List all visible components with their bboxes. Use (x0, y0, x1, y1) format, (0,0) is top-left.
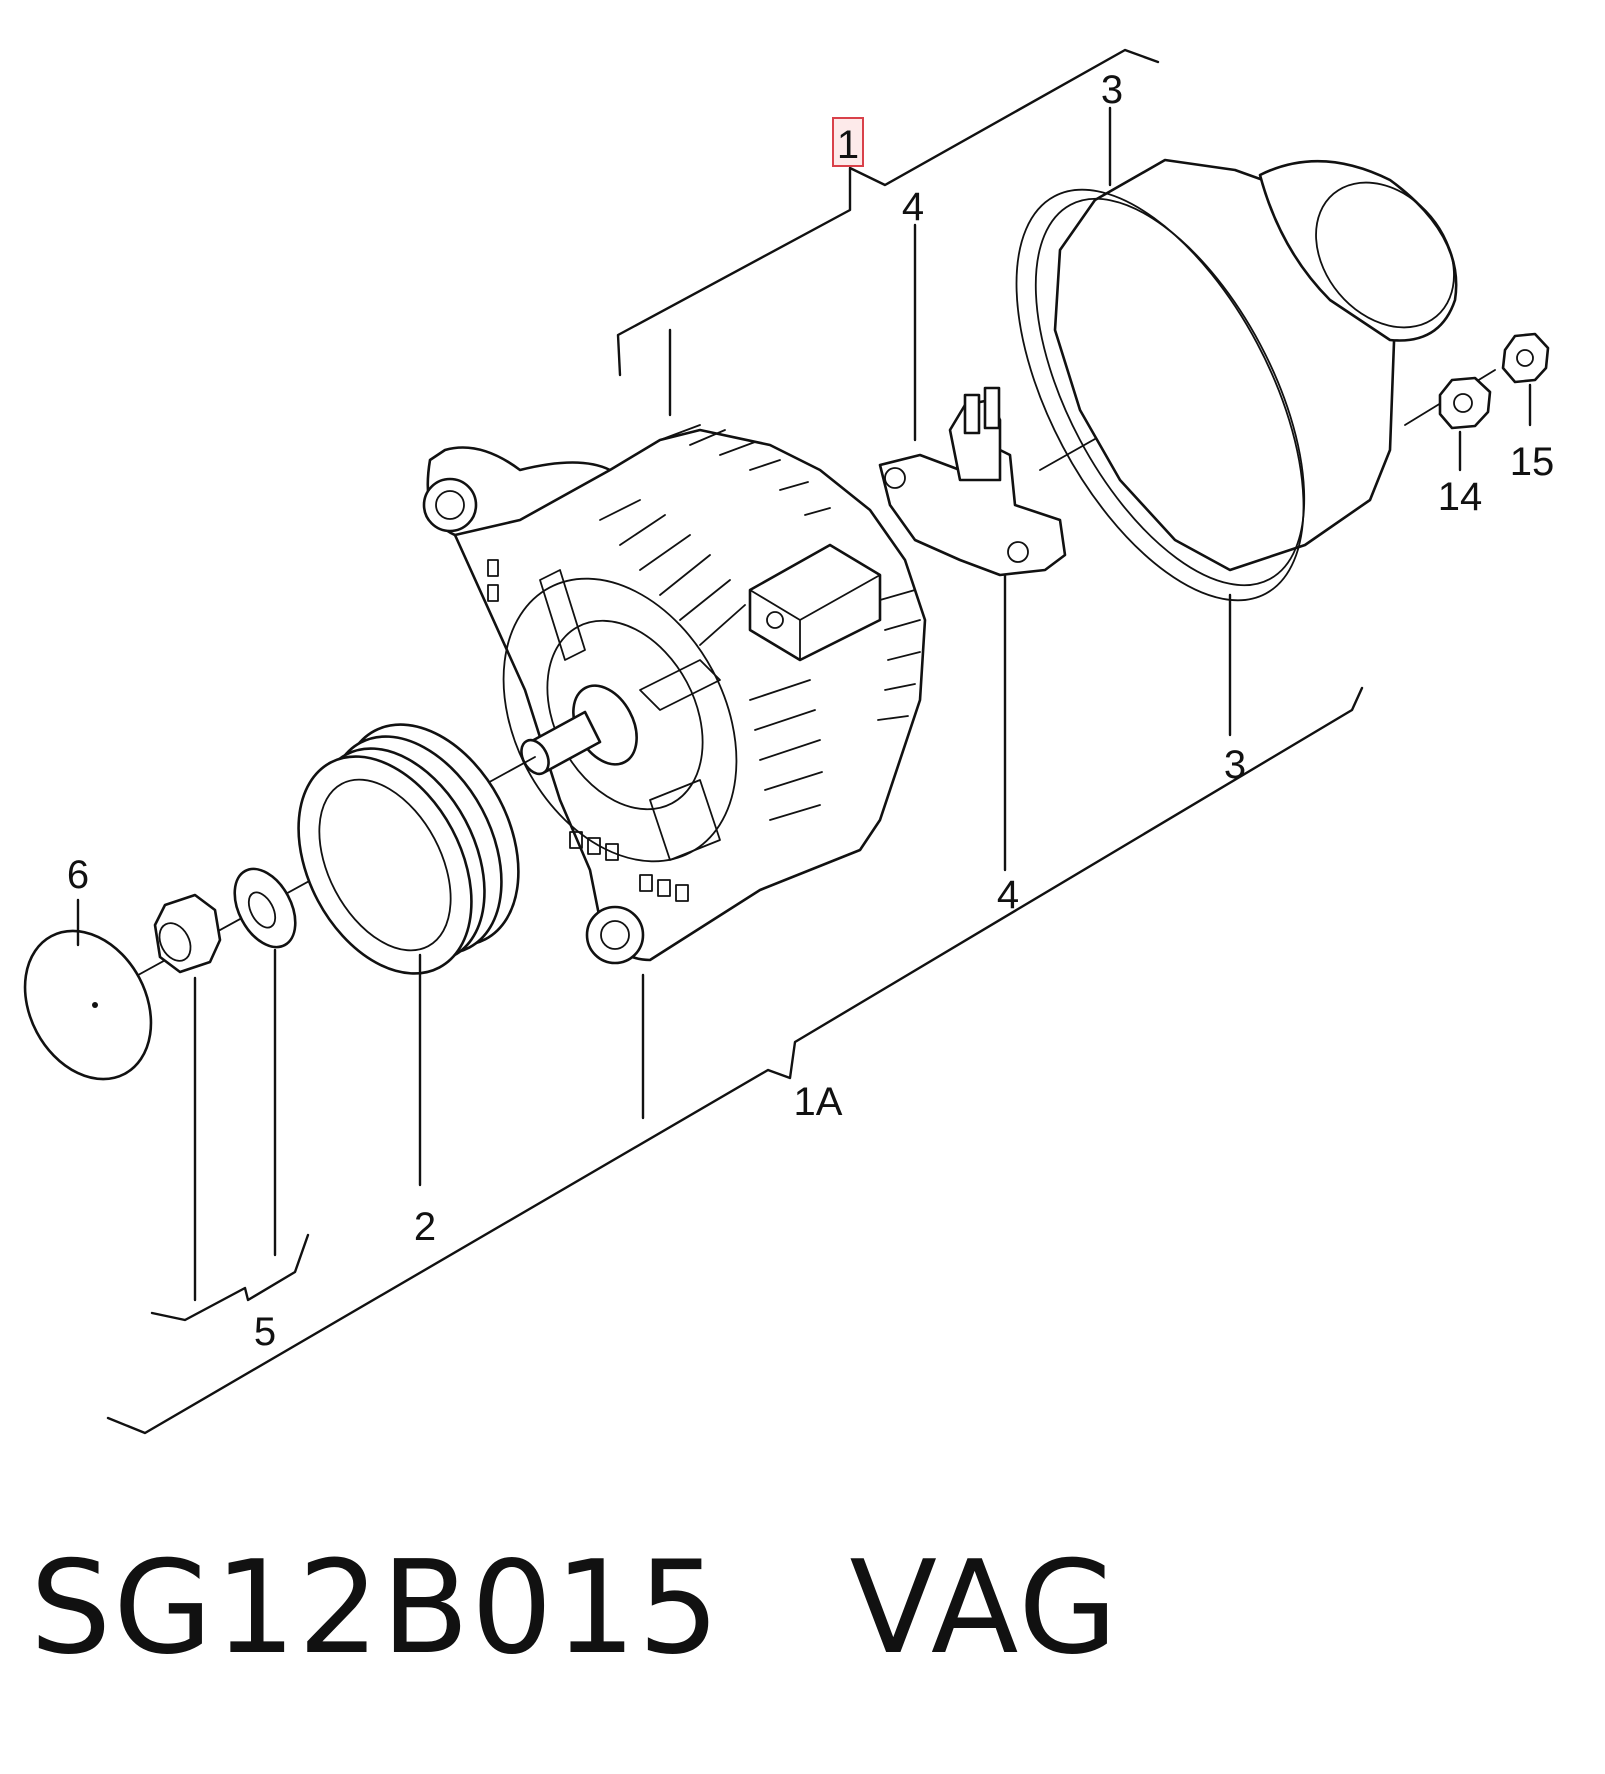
washer-14[interactable] (1438, 376, 1492, 430)
callout-5[interactable]: 5 (254, 1310, 276, 1354)
bracket-part-1 (616, 48, 1160, 417)
vent-slots (487, 559, 689, 902)
callout-3-top[interactable]: 3 (1101, 68, 1123, 112)
callout-1a[interactable]: 1A (794, 1080, 843, 1124)
pulley[interactable] (263, 694, 554, 1003)
callout-3-bottom[interactable]: 3 (1224, 743, 1246, 787)
callout-4-bottom[interactable]: 4 (997, 873, 1019, 917)
cooling-fins (599, 424, 921, 821)
pulley-nut[interactable] (153, 893, 222, 974)
bracket-part-5 (150, 1233, 310, 1322)
washer[interactable] (222, 859, 307, 958)
callout-15[interactable]: 15 (1510, 440, 1555, 484)
nut-15[interactable] (1501, 332, 1550, 384)
bracket-part-1a (106, 686, 1364, 1435)
callout-1[interactable]: 1 (837, 123, 859, 167)
selected-callout-box[interactable] (832, 117, 864, 167)
callout-14[interactable]: 14 (1438, 475, 1483, 519)
protective-cap[interactable] (0, 909, 176, 1101)
voltage-regulator[interactable] (878, 386, 1067, 577)
rear-cover[interactable] (957, 145, 1482, 646)
callout-6[interactable]: 6 (67, 853, 89, 897)
callout-2[interactable]: 2 (414, 1205, 436, 1249)
alternator[interactable] (422, 424, 927, 965)
part-number-caption: SG12B015 VAG (30, 1534, 1120, 1683)
callout-4-top[interactable]: 4 (902, 185, 924, 229)
